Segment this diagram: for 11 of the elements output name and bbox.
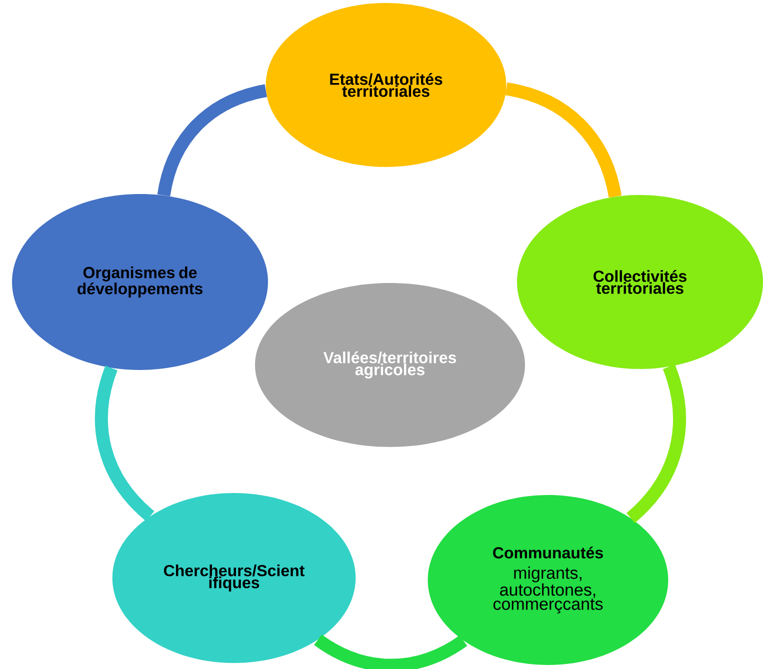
connector-arc bbox=[314, 634, 467, 669]
ellipse-node: Collectivités territoriales bbox=[517, 195, 763, 369]
ellipse-node: Communautés migrants, autochtones, commerçcants bbox=[428, 494, 668, 665]
connector-arc bbox=[95, 366, 154, 522]
ellipse-node: Vallées/territoires agricoles bbox=[255, 283, 525, 447]
connector-arc bbox=[157, 84, 268, 197]
connector-arc bbox=[626, 364, 686, 523]
ellipse-node: Chercheurs/Scient ifiques bbox=[112, 492, 356, 663]
ellipse-node: Etats/Autorités territoriales bbox=[266, 3, 506, 167]
ellipse-node: Organismes de développements bbox=[12, 194, 268, 370]
connector-arc bbox=[505, 82, 622, 198]
